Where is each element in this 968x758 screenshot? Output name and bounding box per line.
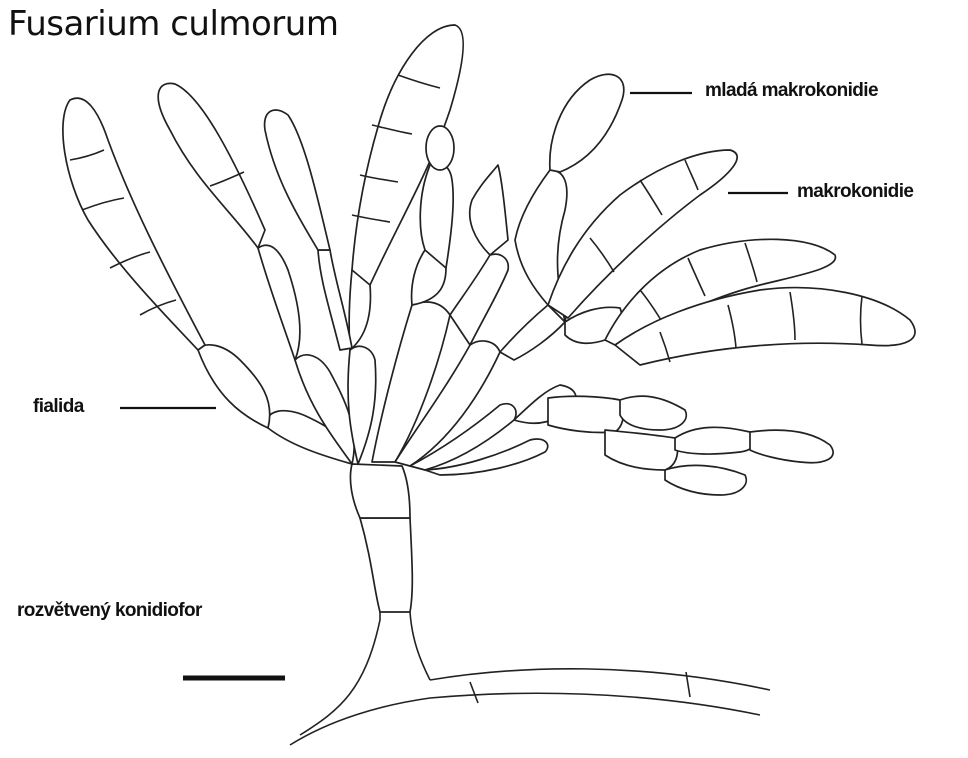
- conidiophore-stipe: [350, 464, 412, 612]
- macroconidia-left: [63, 25, 463, 350]
- label-conidiophore: rozvětvený konidiofor: [17, 600, 202, 622]
- label-young-macroconidium: mladá makrokonidie: [705, 80, 878, 102]
- label-phialide: fialida: [33, 396, 84, 418]
- phialides: [198, 245, 678, 475]
- hypha: [290, 612, 770, 745]
- label-macroconidium: makrokonidie: [797, 181, 913, 203]
